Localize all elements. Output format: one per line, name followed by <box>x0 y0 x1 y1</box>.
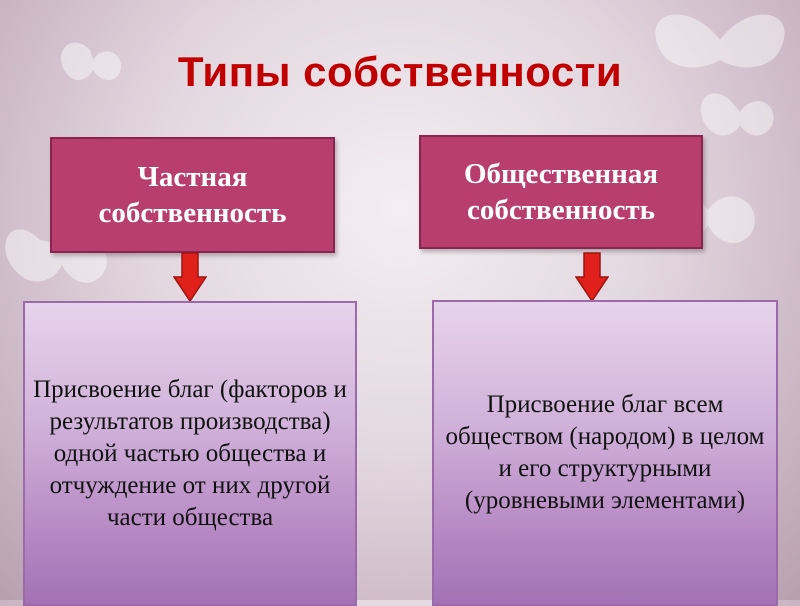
private-property-heading-text: Частная собственность <box>98 161 287 229</box>
private-property-heading: Частная собственность <box>50 137 335 253</box>
private-property-description-text: Присвоение благ (факторов и результатов … <box>33 375 347 531</box>
private-property-description: Присвоение благ (факторов и результатов … <box>23 301 357 606</box>
public-property-heading-text: Общественная собственность <box>463 158 659 226</box>
public-property-heading: Общественная собственность <box>419 135 703 249</box>
down-arrow-icon <box>575 252 609 302</box>
public-property-description: Присвоение благ всем обществом (народом)… <box>432 300 778 606</box>
page-title: Типы собственности <box>177 48 623 95</box>
public-property-description-text: Присвоение благ всем обществом (народом)… <box>445 391 765 514</box>
down-arrow-icon <box>173 252 207 302</box>
